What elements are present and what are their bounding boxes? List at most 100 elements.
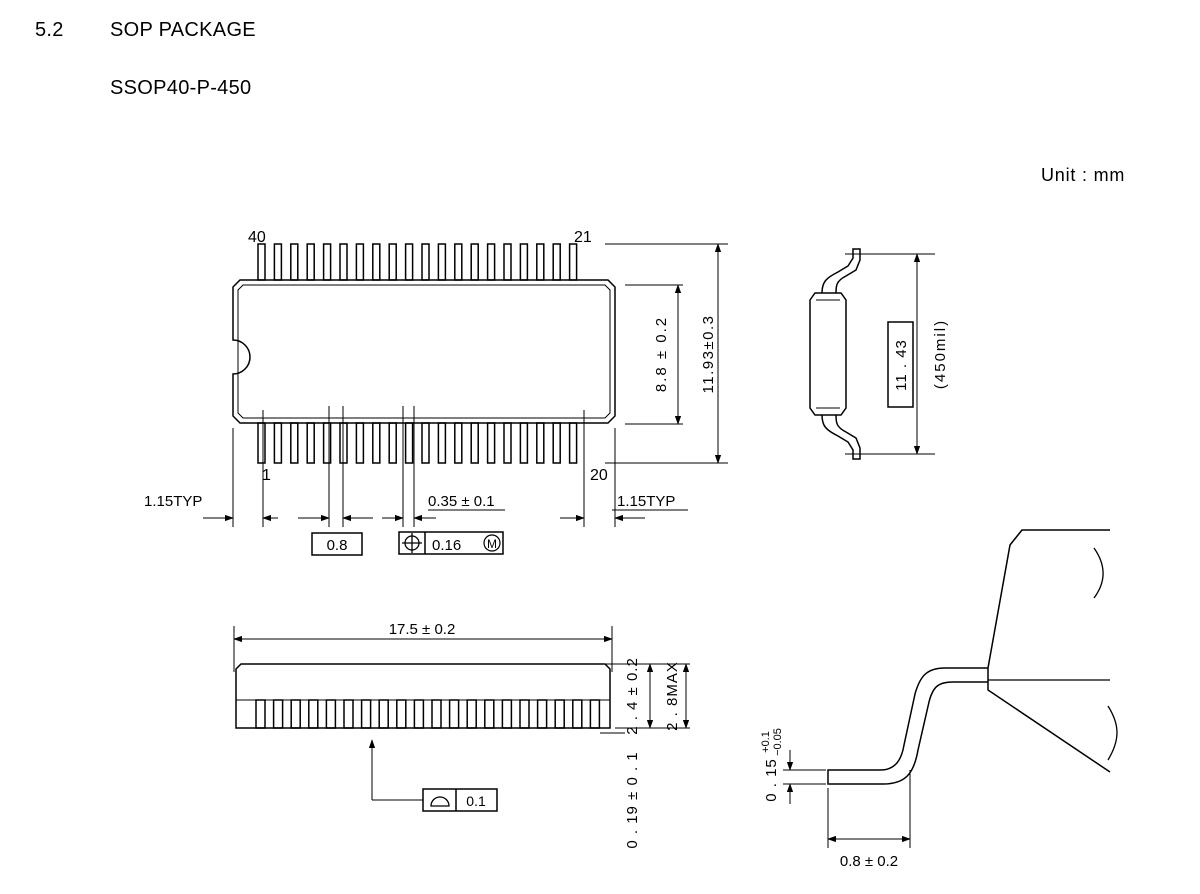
bottom-lead xyxy=(421,422,430,464)
section-title: SOP PACKAGE xyxy=(110,19,256,41)
foot-length-dim: 0.8 ± 0.2 xyxy=(840,853,898,870)
detail-body-outline xyxy=(987,529,1111,773)
bottom-lead xyxy=(257,422,266,464)
bottom-lead xyxy=(519,422,529,464)
side-lead xyxy=(466,699,477,729)
thickness-tol-plus: +0.1 xyxy=(760,731,772,753)
pin-40-label: 40 xyxy=(248,229,266,246)
end-view-labels: 11 . 43 (450mil) xyxy=(893,319,949,391)
side-lead xyxy=(360,699,372,729)
bottom-lead xyxy=(306,422,315,464)
body-height-dim: 2 . 4 ± 0.2 xyxy=(624,657,641,735)
end-view-body xyxy=(809,292,847,416)
bottom-lead xyxy=(355,422,365,464)
lead-span-mil: (450mil) xyxy=(932,319,949,389)
top-lead xyxy=(421,243,430,281)
body-width-dim: 8.8 ± 0.2 xyxy=(653,316,670,392)
detail-lead xyxy=(827,667,988,785)
side-lead xyxy=(290,699,301,729)
pin-21-label: 21 xyxy=(574,229,592,246)
lead-span-box-value: 11 . 43 xyxy=(893,339,910,391)
top-lead xyxy=(404,243,414,281)
top-lead xyxy=(355,243,365,281)
bottom-lead xyxy=(454,422,463,464)
side-lead xyxy=(536,699,548,729)
bottom-lead-row xyxy=(257,422,578,464)
side-lead xyxy=(448,699,460,729)
flatness-value: 0.1 xyxy=(466,793,486,809)
package-body-inner xyxy=(237,284,611,419)
bottom-lead xyxy=(568,422,578,464)
top-lead xyxy=(552,243,561,281)
max-height-dim: 2 . 8MAX xyxy=(664,661,681,731)
side-lead xyxy=(272,699,284,729)
side-view-body xyxy=(235,663,611,729)
end-view xyxy=(809,248,935,460)
bottom-lead xyxy=(388,422,397,464)
pin-20-label: 20 xyxy=(590,467,608,484)
bottom-lead xyxy=(437,422,447,464)
package-body-outline xyxy=(232,279,616,424)
side-lead xyxy=(501,699,513,729)
top-lead xyxy=(437,243,447,281)
side-lead-row xyxy=(255,699,601,729)
bottom-lead xyxy=(470,422,479,464)
top-lead xyxy=(306,243,315,281)
top-lead xyxy=(322,243,332,281)
top-lead xyxy=(470,243,479,281)
side-lead xyxy=(255,699,266,729)
bottom-lead xyxy=(372,422,381,464)
top-lead xyxy=(503,243,512,281)
side-lead xyxy=(572,699,583,729)
length-dim: 17.5 ± 0.2 xyxy=(389,621,456,638)
lead-detail-labels: 0.8 ± 0.2 0 . 15 +0.1 −0.05 xyxy=(760,728,898,870)
unit-label: Unit : mm xyxy=(1041,165,1126,185)
bottom-lead xyxy=(486,422,496,464)
bottom-lead xyxy=(322,422,332,464)
thickness-tol-minus: −0.05 xyxy=(772,728,784,756)
top-lead xyxy=(454,243,463,281)
right-end-dim: 1.15TYP xyxy=(617,493,675,510)
pin-1-label: 1 xyxy=(262,467,271,484)
standoff-dim: 0 . 19 ± 0 . 1 xyxy=(624,751,641,848)
lead-width-dim: 0.35 ± 0.1 xyxy=(428,493,495,510)
package-code: SSOP40-P-450 xyxy=(110,77,252,99)
thickness-dim: 0 . 15 xyxy=(763,758,780,802)
top-lead xyxy=(273,243,283,281)
end-view-lead-top xyxy=(821,248,861,294)
top-lead xyxy=(486,243,496,281)
bottom-lead xyxy=(503,422,512,464)
side-lead xyxy=(484,699,495,729)
top-view-labels: 40 21 1 20 1.15TYP 1.15TYP 0.35 ± 0.1 0.… xyxy=(144,229,717,554)
top-lead xyxy=(388,243,397,281)
side-lead xyxy=(589,699,601,729)
top-view xyxy=(203,243,728,556)
end-view-lead-bottom xyxy=(821,414,861,460)
bottom-lead xyxy=(290,422,299,464)
side-lead xyxy=(519,699,530,729)
bottom-lead xyxy=(552,422,561,464)
side-view xyxy=(233,626,690,812)
top-lead xyxy=(519,243,529,281)
top-lead xyxy=(339,243,348,281)
top-lead xyxy=(536,243,545,281)
top-lead xyxy=(257,243,266,281)
bottom-lead xyxy=(273,422,283,464)
section-number: 5.2 xyxy=(35,19,64,41)
top-lead-row xyxy=(257,243,578,281)
side-lead xyxy=(413,699,425,729)
side-lead xyxy=(325,699,337,729)
side-lead xyxy=(343,699,354,729)
side-lead xyxy=(378,699,389,729)
overall-width-dim: 11.93±0.3 xyxy=(700,314,717,393)
side-view-labels: 17.5 ± 0.2 0.1 2 . 4 ± 0.2 2 . 8MAX 0 . … xyxy=(389,621,681,849)
side-lead xyxy=(431,699,442,729)
position-modifier: M xyxy=(487,537,497,551)
left-end-dim: 1.15TYP xyxy=(144,493,202,510)
side-lead xyxy=(308,699,319,729)
lead-detail xyxy=(783,529,1118,848)
pitch-box-value: 0.8 xyxy=(327,537,348,554)
side-lead xyxy=(396,699,407,729)
bottom-lead xyxy=(536,422,545,464)
